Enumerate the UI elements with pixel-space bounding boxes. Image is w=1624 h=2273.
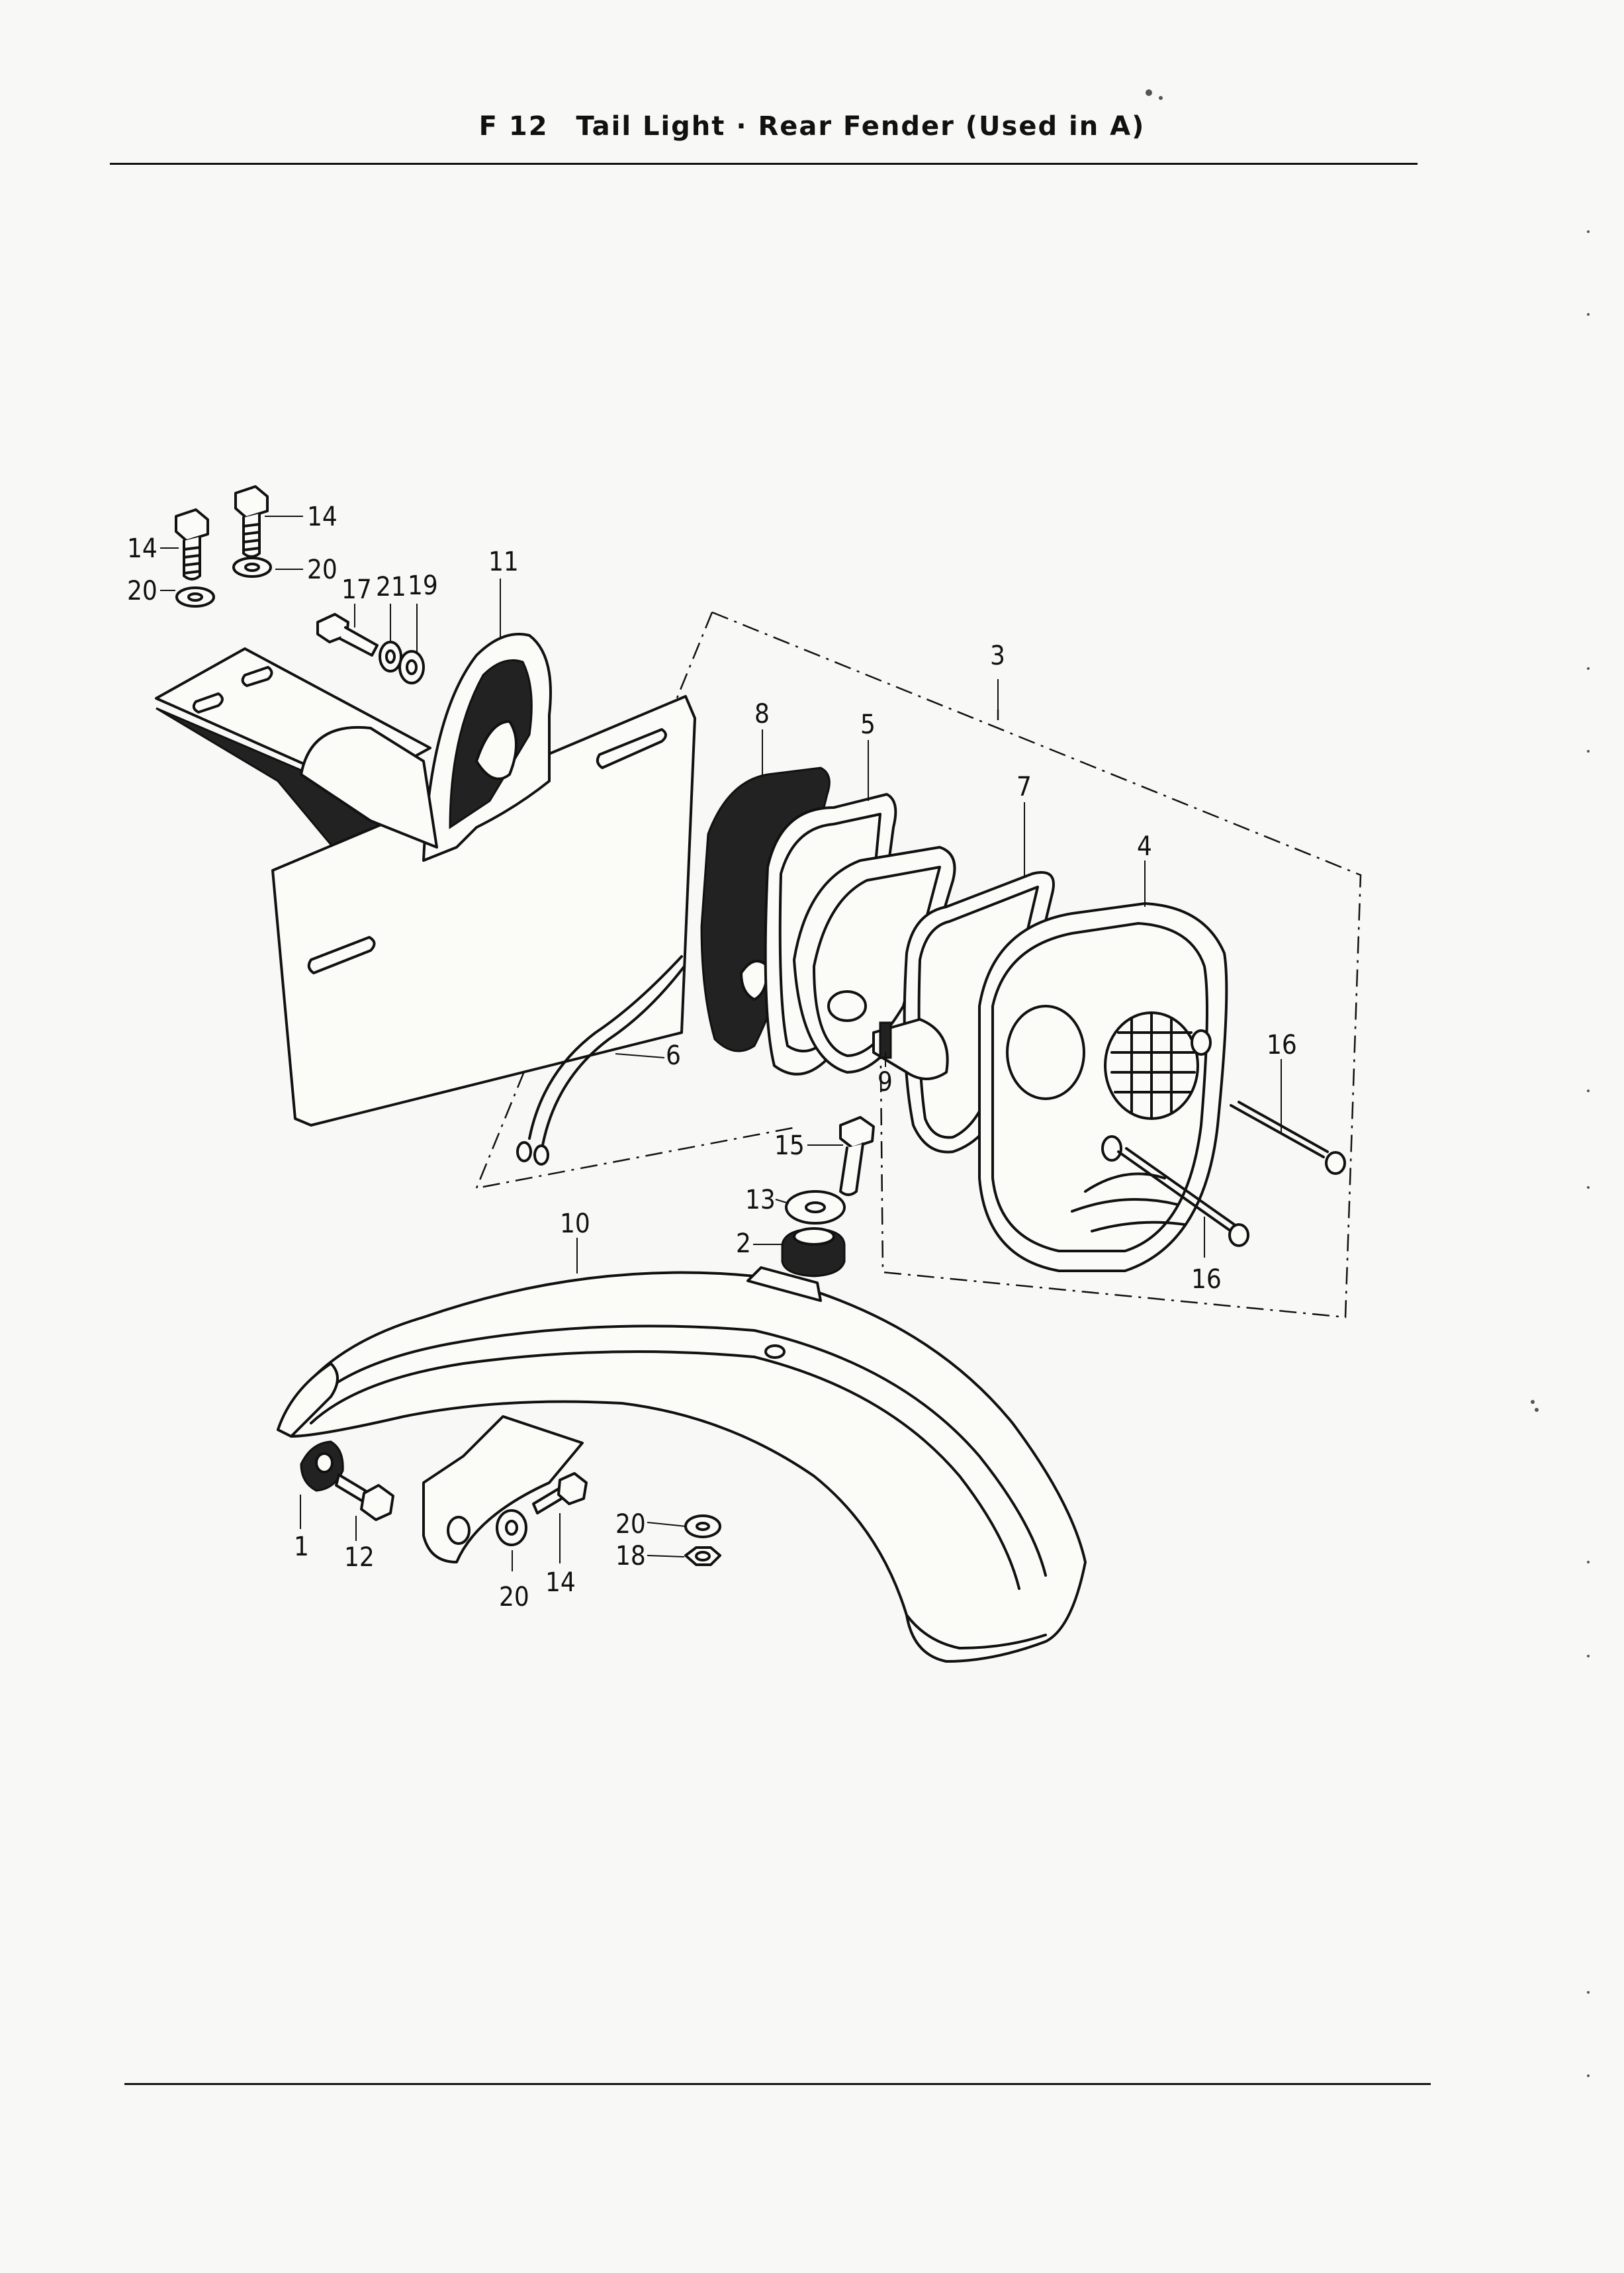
washer-20-left [175, 586, 215, 608]
callout-20: 20 [615, 1509, 646, 1540]
callout-21: 21 [376, 572, 406, 602]
grommet-2 [781, 1227, 846, 1277]
callout-14: 14 [127, 533, 158, 564]
footer-rule [124, 2083, 1431, 2085]
callout-13: 13 [745, 1185, 776, 1215]
callout-9: 9 [878, 1067, 893, 1097]
header-rule [110, 163, 1418, 165]
callout-2: 2 [736, 1229, 751, 1259]
washer-20-right [684, 1514, 721, 1538]
callout-16: 16 [1267, 1030, 1297, 1060]
callout-11: 11 [488, 547, 519, 577]
callout-12: 12 [344, 1542, 375, 1573]
callout-3: 3 [990, 641, 1005, 671]
page-title: Tail Light · Rear Fender (Used in A) [576, 111, 1146, 142]
callout-14: 14 [307, 502, 338, 532]
bolt-14-top [234, 485, 269, 558]
callout-17: 17 [341, 575, 372, 605]
washer-20-fender [496, 1509, 527, 1546]
page-header: F 12 Tail Light · Rear Fender (Used in A… [0, 111, 1624, 142]
bracket-11 [300, 633, 552, 862]
rear-fender-10 [277, 1266, 1087, 1663]
callout-7: 7 [1016, 772, 1032, 802]
callout-4: 4 [1137, 831, 1152, 862]
callout-labels: 14 20 14 20 17 21 19 11 3 8 5 7 4 16 16 … [127, 502, 1297, 1612]
tail-light-lens-4 [978, 902, 1228, 1272]
leader-lines [160, 516, 1282, 1571]
page-code: F 12 [478, 111, 549, 142]
callout-8: 8 [754, 699, 770, 729]
scan-specks [1146, 89, 1590, 2077]
callout-18: 18 [615, 1541, 646, 1571]
bolt-14-left [175, 508, 209, 580]
bolt-17 [316, 613, 379, 657]
wire-harness-6 [516, 955, 686, 1166]
washer-20-top [232, 557, 272, 578]
callout-20: 20 [127, 576, 158, 606]
callout-14: 14 [545, 1567, 576, 1598]
callout-6: 6 [666, 1041, 681, 1071]
callout-10: 10 [560, 1209, 590, 1239]
bulb-9 [872, 1018, 949, 1080]
callout-1: 1 [294, 1532, 309, 1562]
callout-16: 16 [1191, 1264, 1222, 1295]
bolt-14-fender [532, 1472, 588, 1514]
washer-21 [379, 641, 402, 673]
washer-13 [785, 1190, 846, 1225]
callout-5: 5 [860, 710, 876, 740]
washer-19 [398, 650, 425, 684]
callout-19: 19 [408, 571, 438, 601]
bolt-15 [839, 1116, 875, 1196]
grommet-1 [300, 1440, 344, 1492]
screw-16-lower [1117, 1147, 1249, 1247]
bolt-12 [335, 1473, 394, 1521]
callout-20: 20 [499, 1582, 529, 1612]
callout-15: 15 [774, 1131, 805, 1161]
nut-18 [684, 1546, 721, 1566]
callout-20: 20 [307, 555, 338, 585]
screw-16-upper [1230, 1101, 1346, 1175]
license-plate-bracket [155, 647, 696, 1127]
